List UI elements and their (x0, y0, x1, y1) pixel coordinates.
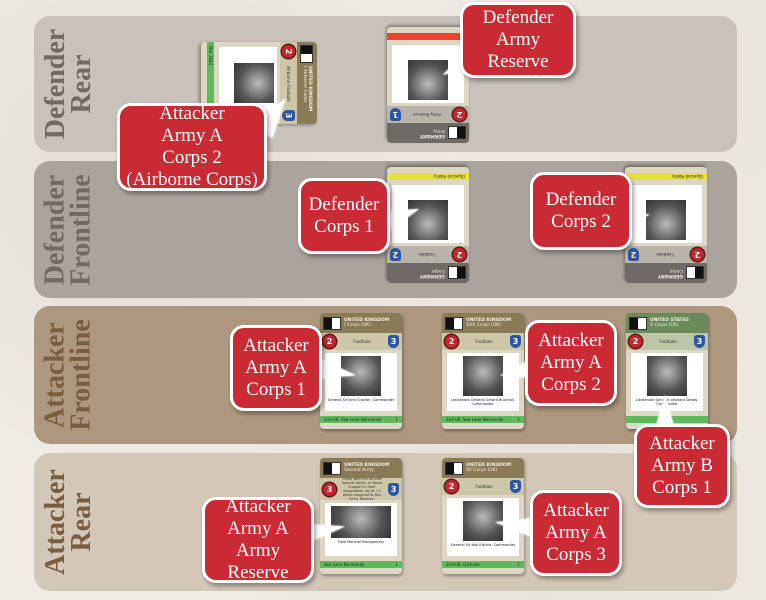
flag-icon (445, 461, 463, 475)
commander-photo (646, 200, 686, 240)
flag-icon (445, 316, 463, 330)
commander-photo (463, 356, 503, 396)
flag-icon (448, 266, 466, 280)
commander-photo (463, 501, 503, 541)
attack-value: 2 (445, 480, 458, 493)
flag-icon (686, 266, 704, 280)
callout-pointer (655, 395, 675, 430)
attack-value: 2 (453, 248, 466, 261)
defense-value: 1 (390, 108, 401, 121)
defense-value: 3 (694, 335, 705, 348)
attack-value: 2 (445, 335, 458, 348)
flag-icon (448, 126, 466, 140)
defense-value: 3 (510, 480, 521, 493)
defense-value: 3 (388, 482, 399, 496)
army-photo (331, 506, 391, 538)
attack-value: 2 (629, 335, 642, 348)
attack-value: 2 (323, 335, 336, 348)
attack-value: 2 (282, 45, 295, 58)
attack-value: 2 (453, 108, 466, 121)
defense-value: 2 (390, 248, 401, 261)
flag-icon (629, 316, 647, 330)
commander-photo (234, 63, 274, 103)
commander-photo (647, 356, 687, 396)
defense-value: 3 (388, 335, 399, 348)
attack-value: 2 (691, 248, 704, 261)
flag-icon (323, 316, 341, 330)
attack-value: 3 (323, 482, 336, 496)
flag-icon (300, 45, 314, 63)
commander-photo (341, 356, 381, 396)
flag-icon (323, 461, 341, 475)
defense-value: 2 (628, 248, 639, 261)
defense-value: 3 (510, 335, 521, 348)
